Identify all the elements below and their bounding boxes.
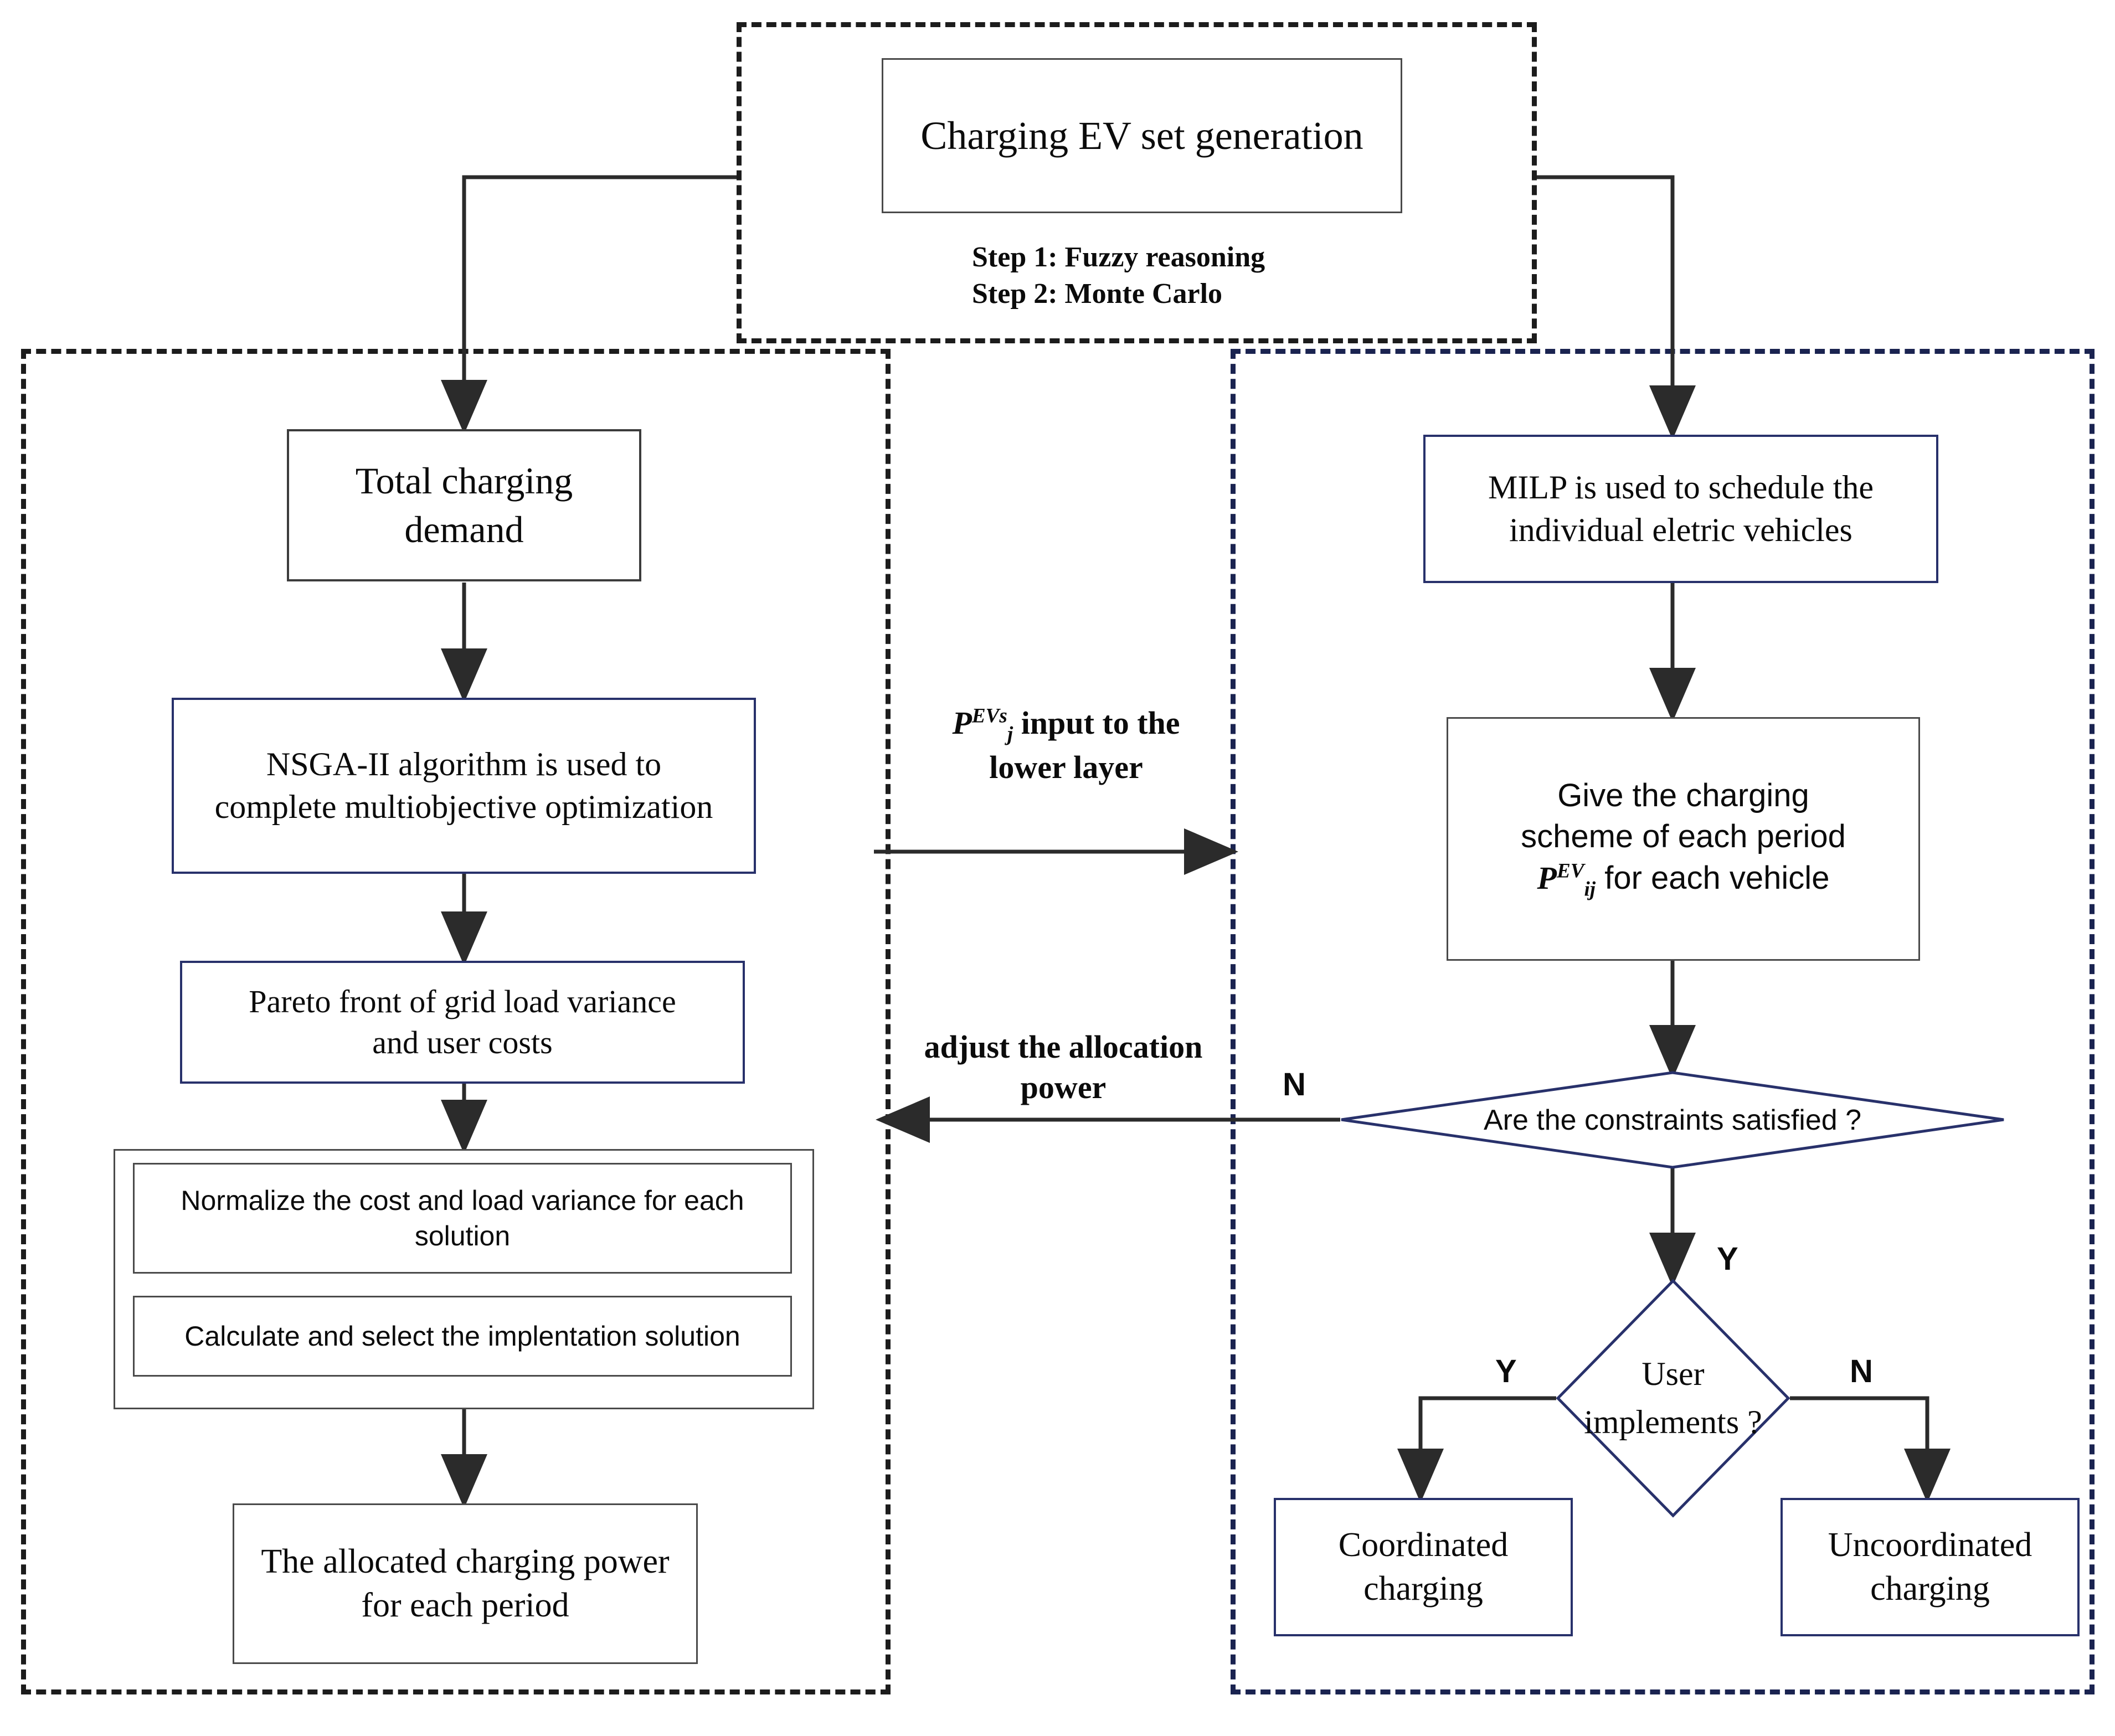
node-uncoordinated-charging[interactable]: Uncoordinated charging xyxy=(1780,1498,2080,1636)
input-to-lower-layer-label: PEVsj input to the lower layer xyxy=(911,703,1221,788)
node-coordinated-charging[interactable]: Coordinated charging xyxy=(1274,1498,1573,1636)
adjust-line2: power xyxy=(1020,1069,1107,1105)
top-dashed-group xyxy=(737,22,1537,343)
node-label-line2: solution xyxy=(414,1220,511,1251)
node-normalize-cost-load-variance[interactable]: Normalize the cost and load variance for… xyxy=(133,1163,792,1274)
input-text-line1: input to the xyxy=(1013,705,1180,741)
node-label: Charging EV set generation xyxy=(920,113,1363,158)
node-label-line2: demand xyxy=(404,508,524,550)
node-charging-ev-set-generation[interactable]: Charging EV set generation xyxy=(882,58,1402,213)
node-give-charging-scheme[interactable]: Give the charging scheme of each period … xyxy=(1447,717,1920,961)
decision-user-implements[interactable]: User implements ? xyxy=(1556,1279,1790,1518)
adjust-line1: adjust the allocation xyxy=(924,1029,1203,1065)
node-label-line1: Total charging xyxy=(355,460,573,502)
step-1-label: Step 1: Fuzzy reasoning xyxy=(972,241,1265,273)
node-label-line1: Coordinated xyxy=(1338,1526,1509,1564)
node-label-line1: Pareto front of grid load variance xyxy=(249,983,676,1019)
adjust-allocation-power-label: adjust the allocation power xyxy=(897,1027,1229,1107)
node-total-charging-demand[interactable]: Total charging demand xyxy=(287,429,641,581)
node-milp-schedule[interactable]: MILP is used to schedule the individual … xyxy=(1423,435,1938,583)
node-label-line1: Normalize the cost and load variance for… xyxy=(181,1185,744,1216)
lower-layer-dashed-group xyxy=(1231,349,2095,1694)
input-text-line2: lower layer xyxy=(989,749,1143,785)
node-label-line2: for each period xyxy=(361,1586,569,1624)
node-label-line1: Uncoordinated xyxy=(1828,1526,2032,1564)
formula-p-evs: PEVsj xyxy=(952,704,1013,746)
node-label-line3-tail: for each vehicle xyxy=(1596,859,1830,896)
node-label-line1: MILP is used to schedule the xyxy=(1488,469,1874,506)
node-label-line2: charging xyxy=(1363,1570,1483,1608)
node-calculate-select-implementation[interactable]: Calculate and select the implentation so… xyxy=(133,1296,792,1377)
node-label-line2: individual eletric vehicles xyxy=(1509,512,1852,548)
node-pareto-front[interactable]: Pareto front of grid load variance and u… xyxy=(180,961,745,1084)
branch-label-constraints-no: N xyxy=(1283,1067,1306,1103)
node-label: Calculate and select the implentation so… xyxy=(184,1321,740,1352)
branch-label-user-yes: Y xyxy=(1495,1353,1517,1389)
node-label-line1: Give the charging xyxy=(1557,777,1809,814)
node-label-line2: complete multiobjective optimization xyxy=(214,789,713,825)
node-label-line1: NSGA-II algorithm is used to xyxy=(266,746,662,783)
branch-label-user-no: N xyxy=(1850,1353,1873,1389)
branch-label-constraints-yes: Y xyxy=(1717,1241,1738,1277)
formula-p-ev-ij: PEVij xyxy=(1537,859,1596,901)
node-label-line2: and user costs xyxy=(372,1024,553,1060)
node-allocated-charging-power[interactable]: The allocated charging power for each pe… xyxy=(233,1503,698,1664)
node-label-line1: The allocated charging power xyxy=(261,1542,670,1580)
upper-layer-dashed-group xyxy=(21,349,891,1694)
decision-constraints-satisfied[interactable]: Are the constraints satisfied ? xyxy=(1340,1071,2005,1169)
node-nsga-ii-algorithm[interactable]: NSGA-II algorithm is used to complete mu… xyxy=(172,698,756,874)
node-label-line2: scheme of each period xyxy=(1521,818,1846,855)
step-2-label: Step 2: Monte Carlo xyxy=(972,278,1223,310)
node-label-line2: charging xyxy=(1870,1570,1990,1608)
